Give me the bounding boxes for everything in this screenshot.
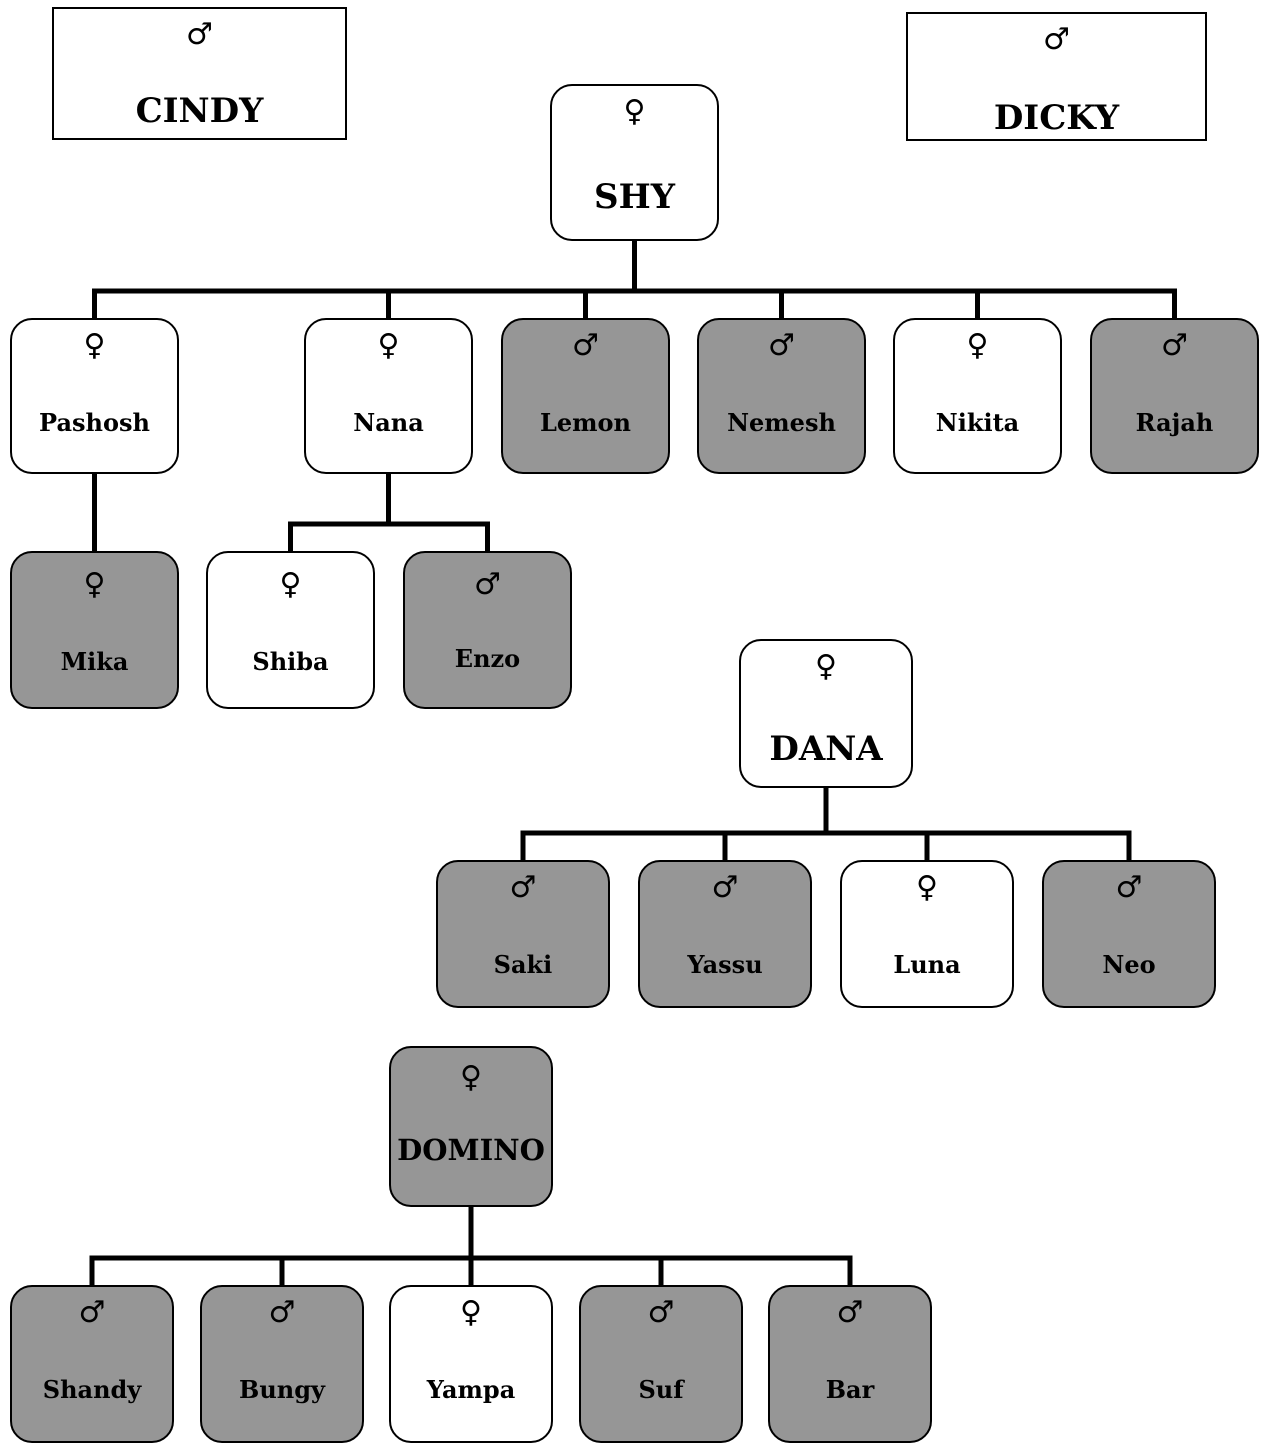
male-icon: ♂	[836, 1295, 864, 1330]
node-dana: ♀ DANA	[739, 639, 913, 788]
node-domino: ♀ DOMINO	[389, 1046, 553, 1207]
node-enzo: ♂ Enzo	[403, 551, 572, 709]
node-shy: ♀ SHY	[550, 84, 719, 241]
male-icon: ♂	[711, 870, 739, 905]
male-icon: ♂	[474, 567, 501, 602]
female-icon: ♀	[83, 567, 106, 602]
node-label: Nemesh	[727, 408, 836, 437]
node-label: Pashosh	[39, 408, 150, 437]
node-label: Rajah	[1135, 408, 1214, 437]
node-cindy: ♂ CINDY	[52, 7, 347, 140]
node-label: Shandy	[42, 1375, 142, 1404]
female-icon: ♀	[83, 328, 106, 363]
female-icon: ♀	[966, 328, 989, 363]
node-label: Bungy	[239, 1375, 325, 1404]
node-suf: ♂ Suf	[579, 1285, 743, 1443]
node-pashosh: ♀ Pashosh	[10, 318, 179, 474]
female-icon: ♀	[815, 649, 837, 684]
node-luna: ♀ Luna	[840, 860, 1014, 1008]
node-dicky: ♂ DICKY	[906, 12, 1207, 141]
node-mika: ♀ Mika	[10, 551, 179, 709]
node-label: Saki	[493, 950, 553, 979]
node-nana: ♀ Nana	[304, 318, 473, 474]
male-icon: ♂	[186, 17, 213, 52]
node-label: Enzo	[454, 644, 521, 673]
male-icon: ♂	[647, 1295, 675, 1330]
male-icon: ♂	[1115, 870, 1143, 905]
node-label: Lemon	[540, 408, 631, 437]
node-shiba: ♀ Shiba	[206, 551, 375, 709]
node-label: Luna	[893, 950, 961, 979]
node-label: Suf	[638, 1375, 684, 1404]
female-icon: ♀	[916, 870, 938, 905]
node-saki: ♂ Saki	[436, 860, 610, 1008]
male-icon: ♂	[1043, 22, 1070, 57]
node-label: Mika	[60, 647, 129, 676]
node-yampa: ♀ Yampa	[389, 1285, 553, 1443]
node-label: Nana	[353, 408, 424, 437]
node-label: Yampa	[426, 1375, 516, 1404]
node-label: DOMINO	[397, 1133, 545, 1167]
node-label: CINDY	[135, 91, 264, 131]
node-label: Shiba	[252, 647, 329, 676]
node-label: Bar	[825, 1375, 875, 1404]
female-icon: ♀	[623, 94, 646, 129]
node-label: DICKY	[993, 98, 1120, 138]
node-neo: ♂ Neo	[1042, 860, 1216, 1008]
node-yassu: ♂ Yassu	[638, 860, 812, 1008]
male-icon: ♂	[572, 328, 599, 363]
male-icon: ♂	[768, 328, 795, 363]
node-rajah: ♂ Rajah	[1090, 318, 1259, 474]
male-icon: ♂	[78, 1295, 106, 1330]
node-lemon: ♂ Lemon	[501, 318, 670, 474]
male-icon: ♂	[268, 1295, 296, 1330]
node-shandy: ♂ Shandy	[10, 1285, 174, 1443]
node-label: Neo	[1102, 950, 1156, 979]
node-bungy: ♂ Bungy	[200, 1285, 364, 1443]
node-label: SHY	[594, 177, 675, 217]
male-icon: ♂	[509, 870, 537, 905]
node-nemesh: ♂ Nemesh	[697, 318, 866, 474]
female-icon: ♀	[377, 328, 400, 363]
node-bar: ♂ Bar	[768, 1285, 932, 1443]
node-nikita: ♀ Nikita	[893, 318, 1062, 474]
female-icon: ♀	[460, 1060, 482, 1095]
female-icon: ♀	[460, 1295, 482, 1330]
male-icon: ♂	[1161, 328, 1188, 363]
female-icon: ♀	[279, 567, 302, 602]
node-label: Nikita	[935, 408, 1020, 437]
node-label: Yassu	[687, 950, 763, 979]
node-label: DANA	[769, 729, 883, 769]
